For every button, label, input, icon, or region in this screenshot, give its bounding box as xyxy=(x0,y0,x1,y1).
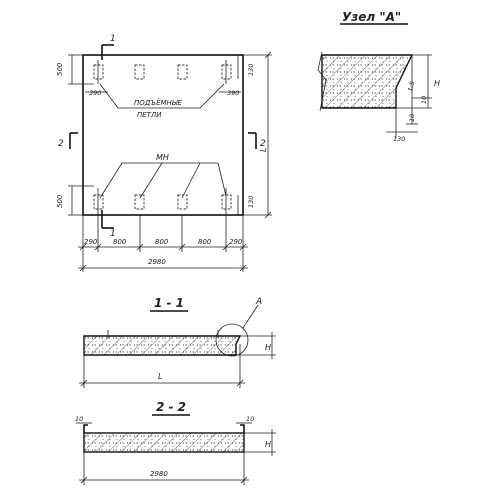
section-1-1-body xyxy=(83,335,242,356)
embed-mark xyxy=(93,194,104,210)
dim-left-500-bottom: 500 xyxy=(56,185,94,216)
embed-mark xyxy=(221,194,232,210)
loop-mark xyxy=(221,64,232,80)
dim-500-bottom: 500 xyxy=(56,194,64,208)
loop-mark xyxy=(134,64,145,80)
node-a-dim-10-b: 10 xyxy=(408,114,416,122)
dim-left-500-top: 500 xyxy=(56,54,94,85)
section-2-left-label: 2 xyxy=(58,139,64,149)
section-2-2-dim-10-right: 10 xyxy=(246,415,254,423)
dim-right-l: L xyxy=(243,51,272,219)
label-lifting-loops-1: ПОДЪЁМНЫЕ xyxy=(134,98,183,107)
dim-right-130-bottom: 130 xyxy=(237,195,255,215)
dim-130-bottom: 130 xyxy=(247,196,255,208)
dim-290-right: 290 xyxy=(229,238,243,246)
dim-right-130-top: 130 xyxy=(237,55,255,79)
dim-390-right: 390 xyxy=(227,89,239,97)
section-marker-1-top: 1 xyxy=(101,34,116,60)
node-a-view: Узел "А" H 1:5 10 10 130 xyxy=(317,10,440,143)
node-a-slope: 1:5 xyxy=(406,80,416,92)
lifting-loops-top xyxy=(93,60,232,84)
dim-total-2980: 2980 xyxy=(148,258,166,266)
dim-800-1: 800 xyxy=(113,238,127,246)
callout-a-circle xyxy=(215,323,249,357)
plan-view: 1 1 2 2 xyxy=(56,34,272,272)
dim-chain-bottom: 290 800 800 800 290 2980 xyxy=(78,214,248,272)
section-1-top-label: 1 xyxy=(110,34,116,44)
node-a-dim-10-a: 10 xyxy=(420,96,428,104)
section-2-2-dim-10-left: 10 xyxy=(75,415,83,423)
loop-mark xyxy=(93,64,104,80)
node-a-section xyxy=(321,54,414,109)
dim-130-top: 130 xyxy=(247,64,255,76)
section-2-2: 2 - 2 10 10 H 2980 xyxy=(75,400,276,485)
section-1-1-l: L xyxy=(158,372,162,381)
section-marker-2-right: 2 xyxy=(248,132,266,149)
mn-leader: МН xyxy=(99,153,227,199)
dim-290-left: 290 xyxy=(84,238,98,246)
section-1-1: 1 - 1 А H L xyxy=(79,296,276,388)
section-2-2-h: H xyxy=(265,440,271,449)
section-2-2-title: 2 - 2 xyxy=(156,400,186,414)
node-a-dim-130: 130 xyxy=(393,135,405,143)
dim-800-3: 800 xyxy=(198,238,212,246)
loop-leader xyxy=(99,83,225,109)
slab-outline xyxy=(82,54,244,216)
node-a-h: H xyxy=(434,79,440,88)
dim-390-left: 390 xyxy=(89,89,101,97)
embedded-items-bottom xyxy=(93,188,232,214)
dim-500-top: 500 xyxy=(56,62,64,76)
section-2-right-label: 2 xyxy=(260,139,266,149)
section-1-1-title: 1 - 1 xyxy=(154,296,184,310)
node-a-title: Узел "А" xyxy=(342,10,401,24)
section-2-2-dim-total: 2980 xyxy=(150,470,168,478)
loop-mark xyxy=(177,64,188,80)
embed-mark xyxy=(134,194,145,210)
section-marker-1-bottom: 1 xyxy=(101,210,116,239)
dim-800-2: 800 xyxy=(155,238,169,246)
label-mn: МН xyxy=(156,153,169,162)
section-1-bottom-label: 1 xyxy=(110,229,116,239)
label-lifting-loops-2: ПЕТЛИ xyxy=(137,111,162,119)
callout-a-label: А xyxy=(255,297,262,307)
embed-mark xyxy=(177,194,188,210)
section-1-1-h: H xyxy=(265,343,271,352)
section-marker-2-left: 2 xyxy=(58,132,78,149)
section-2-2-body xyxy=(83,432,245,453)
plan-label-l: L xyxy=(259,148,268,152)
